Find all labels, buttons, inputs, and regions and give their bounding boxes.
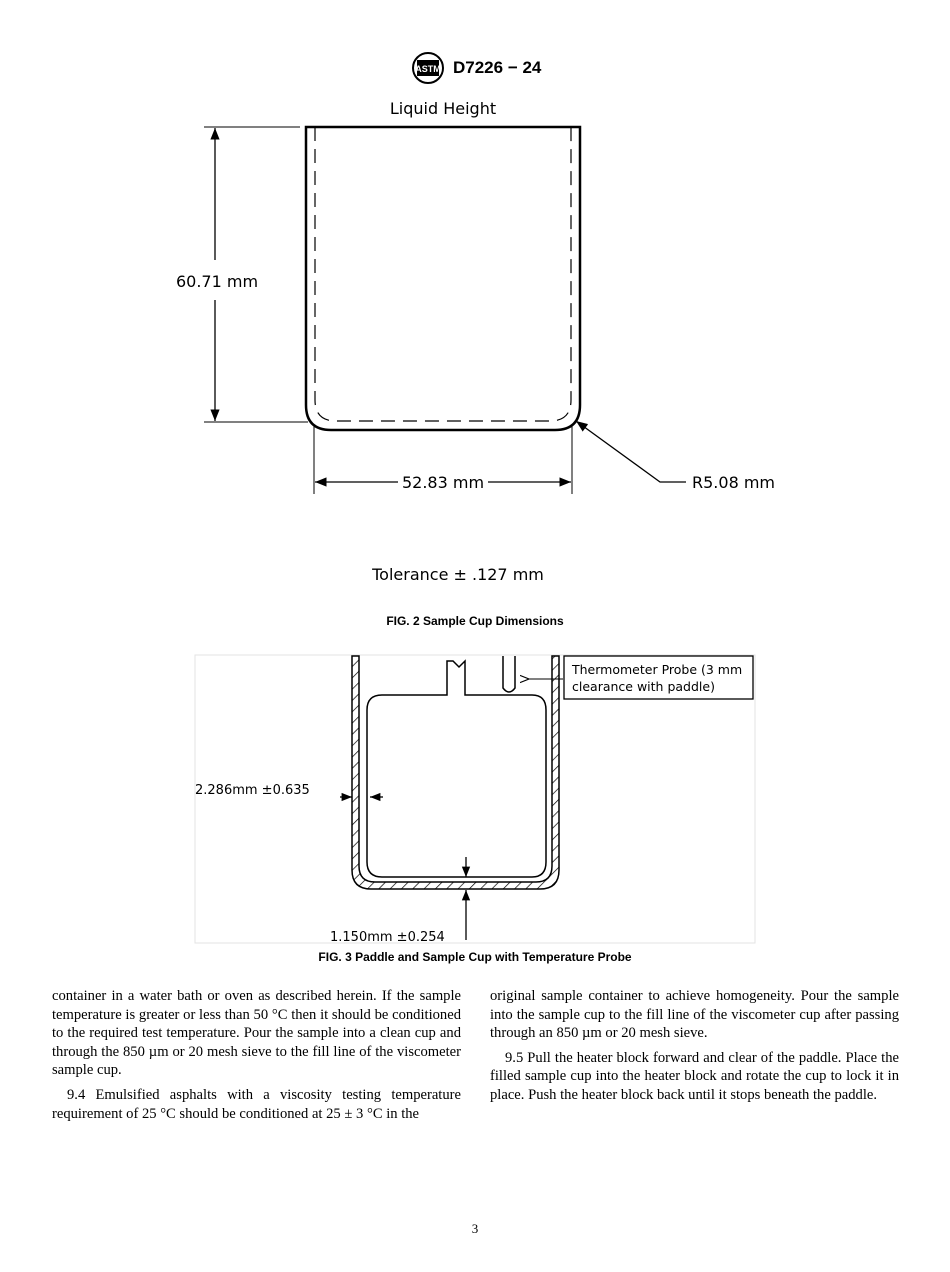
width-dimension: 52.83 mm [402, 473, 484, 492]
document-id: D7226 − 24 [453, 58, 542, 77]
astm-logo-icon: ASTM [412, 52, 444, 84]
astm-logo-text: ASTM [415, 64, 441, 74]
radius-dimension: R5.08 mm [692, 473, 775, 492]
tolerance-note: Tolerance ± .127 mm [371, 565, 544, 584]
page-number: 3 [471, 1221, 479, 1236]
right-column: original sample container to achieve hom… [490, 987, 899, 1105]
cup-outline [304, 125, 582, 432]
paddle [366, 659, 547, 878]
figure-2-drawing: Liquid Height 60.71 mm 52.83 mm R5.08 mm… [176, 99, 775, 584]
height-dimension: 60.71 mm [176, 272, 258, 291]
figure-3-caption: FIG. 3 Paddle and Sample Cup with Temper… [318, 950, 632, 964]
right-paragraph-2: 9.5 Pull the heater block forward and cl… [490, 1049, 899, 1103]
probe-label-line2: clearance with paddle) [572, 679, 715, 694]
radius-leader [575, 420, 686, 483]
wall-thickness-dim: 2.286mm ±0.635 [195, 783, 310, 798]
right-paragraph-1: original sample container to achieve hom… [490, 988, 899, 1042]
page-header: ASTM D7226 − 24 [0, 52, 950, 84]
cup-wall-hatched [351, 655, 560, 890]
left-column: container in a water bath or oven as des… [52, 987, 461, 1123]
probe-label-box [563, 655, 754, 700]
left-paragraph-1: container in a water bath or oven as des… [52, 988, 461, 1079]
figure-3-drawing: Thermometer Probe (3 mm clearance with p… [194, 654, 756, 945]
thermometer-probe [502, 656, 516, 693]
figure-3-frame [194, 654, 756, 944]
liquid-height-label: Liquid Height [390, 99, 496, 118]
bottom-thickness-dim: 1.150mm ±0.254 [330, 930, 445, 945]
figure-2-caption: FIG. 2 Sample Cup Dimensions [386, 614, 564, 628]
probe-label-line1: Thermometer Probe (3 mm [571, 662, 742, 677]
left-paragraph-2: 9.4 Emulsified asphalts with a viscosity… [52, 1086, 461, 1122]
